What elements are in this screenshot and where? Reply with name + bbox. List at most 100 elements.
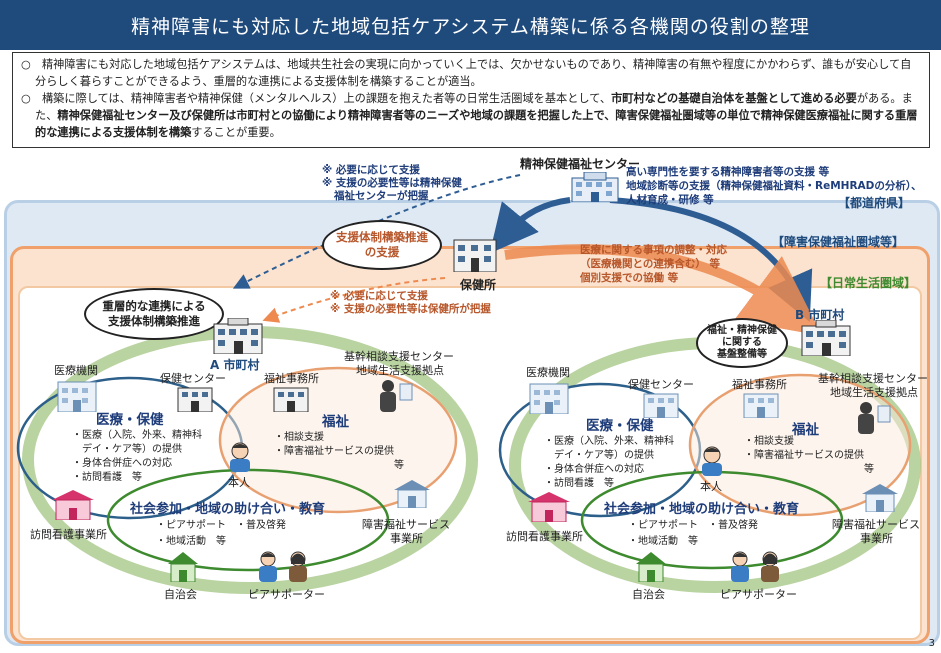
hokenjo-to-city-a-arrow <box>262 277 446 323</box>
description-paragraph-2: ○ 構築に際しては、精神障害者や精神保健（メンタルヘルス）上の課題を抱えた者等の… <box>21 90 921 141</box>
hokenjo-role-1: 医療に関する事項の調整・対応 <box>580 244 727 256</box>
right-medical-institution-label: 医療機関 <box>526 366 570 379</box>
city-b-building-icon <box>800 319 852 360</box>
desc-text-c: がある。また、 <box>35 92 913 122</box>
city-a-name: A 市町村 <box>210 358 260 372</box>
right-service-office-label-1: 障害福祉サービス <box>832 518 920 531</box>
left-medical-item-1: ・医療（入院、外来、精神科 <box>72 430 202 441</box>
center-role-3: 人材育成・研修 等 <box>626 194 714 206</box>
right-health-center-label: 保健センター <box>628 378 694 391</box>
title-text: 精神障害にも対応した地域包括ケアシステム構築に係る各機関の役割の整理 <box>131 15 810 38</box>
hokenjo-role-3: 個別支援での協働 等 <box>580 272 679 284</box>
right-medical-health-title: 医療・保健 <box>586 418 654 434</box>
right-peer-supporter-icon <box>726 550 786 586</box>
left-consultant-person-icon <box>374 378 414 416</box>
hokenjo-note-2: ※ 支援の必要性等は保健所が把握 <box>330 303 491 315</box>
left-visiting-nurse-label: 訪問看護事業所 <box>30 528 107 541</box>
left-service-office-label-2: 事業所 <box>390 532 423 545</box>
page-title: 精神障害にも対応した地域包括ケアシステム構築に係る各機関の役割の整理 <box>0 0 941 50</box>
right-consult-center-label-1: 基幹相談支援センター <box>818 372 928 385</box>
left-service-office-icon <box>392 478 432 512</box>
right-welfare-office-icon <box>742 392 780 422</box>
right-social-title: 社会参加・地域の助け合い・教育 <box>604 502 800 517</box>
left-welfare-item-1: ・相談支援 <box>274 432 324 443</box>
desc-bold-b: 市町村などの基礎自治体を基盤として進める必要 <box>611 92 857 105</box>
left-welfare-item-3: 等 <box>394 460 404 471</box>
left-consult-center-label-1: 基幹相談支援センター <box>344 350 454 363</box>
hokenjo-building-icon <box>452 236 498 276</box>
right-health-center-icon <box>642 392 680 422</box>
right-medical-item-2: デイ・ケア等）の提供 <box>554 450 654 461</box>
right-medical-item-3: ・身体合併症への対応 <box>544 464 644 475</box>
disability-area-label: 【障害保健福祉圏域等】 <box>772 235 905 249</box>
right-social-item-2: ・地域活動 等 <box>628 536 698 547</box>
right-welfare-item-2: ・障害福祉サービスの提供 <box>744 450 864 461</box>
left-medical-health-title: 医療・保健 <box>96 412 164 428</box>
right-visiting-nurse-label: 訪問看護事業所 <box>506 530 583 543</box>
hokenjo-to-city-b-arrow <box>504 244 823 336</box>
center-building-icon <box>570 171 620 206</box>
desc-text-a: ○ 構築に際しては、精神障害者や精神保健（メンタルヘルス）上の課題を抱えた者等の… <box>21 92 612 105</box>
right-welfare-item-1: ・相談支援 <box>744 436 794 447</box>
hokenjo-role-2: （医療機関との連携含む） 等 <box>580 258 721 270</box>
left-person-icon <box>226 442 254 476</box>
left-welfare-title: 福祉 <box>322 414 349 430</box>
city-a-bubble-line2: 支援体制構築推進 <box>108 314 200 328</box>
left-social-item-2: ・地域活動 等 <box>156 536 226 547</box>
left-welfare-office-icon <box>272 386 310 416</box>
city-b-bubble-line1: 福祉・精神保健 <box>707 325 777 336</box>
description-paragraph-1: ○ 精神障害にも対応した地域包括ケアシステムは、地域共生社会の実現に向かっていく… <box>21 58 912 88</box>
center-name: 精神保健福祉センター <box>520 157 641 171</box>
left-medical-item-4: ・訪問看護 等 <box>72 472 142 483</box>
left-service-office-label-1: 障害福祉サービス <box>362 518 450 531</box>
left-medical-institution-label: 医療機関 <box>54 364 98 377</box>
right-consult-center-label-2: 地域生活支援拠点 <box>830 386 918 399</box>
right-visiting-nurse-icon <box>524 490 574 526</box>
center-role-2: 地域診断等の支援（精神保健福祉資料・ReMHRADの分析）、 <box>626 180 922 192</box>
left-person-label: 本人 <box>228 476 250 489</box>
left-consult-center-label-2: 地域生活支援拠点 <box>356 364 444 377</box>
left-social-title: 社会参加・地域の助け合い・教育 <box>130 502 326 517</box>
city-a-bubble: 重層的な連携による支援体制構築推進 <box>84 288 224 340</box>
center-role-1: 高い専門性を要する精神障害者等の支援 等 <box>626 166 830 178</box>
right-welfare-office-label: 福祉事務所 <box>732 378 787 391</box>
center-note-1: ※ 必要に応じて支援 <box>322 164 420 176</box>
city-b-bubble-line2: に関する <box>722 337 762 348</box>
right-welfare-title: 福祉 <box>792 422 819 438</box>
right-person-icon <box>698 446 726 480</box>
right-person-label: 本人 <box>700 480 722 493</box>
hokenjo-bubble-line1: 支援体制構築推進 <box>336 230 428 244</box>
left-social-item-1: ・ピアサポート ・普及啓発 <box>156 520 286 531</box>
right-medical-item-1: ・医療（入院、外来、精神科 <box>544 436 674 447</box>
center-note-3: 福祉センターが把握 <box>334 190 429 202</box>
city-a-bubble-line1: 重層的な連携による <box>102 299 206 313</box>
city-b-name: B 市町村 <box>795 308 845 322</box>
left-medical-item-2: デイ・ケア等）の提供 <box>82 444 182 455</box>
left-hospital-icon <box>56 378 98 416</box>
center-note-2: ※ 支援の必要性等は精神保健 <box>322 177 462 189</box>
center-to-hokenjo-arrow <box>489 197 571 254</box>
left-peer-supporter-icon <box>254 550 314 586</box>
left-visiting-nurse-icon <box>48 488 98 524</box>
daily-area-label: 【日常生活圏域】 <box>820 276 917 290</box>
city-b-bubble: 福祉・精神保健に関する基盤整備等 <box>696 318 788 368</box>
left-self-gov-icon <box>166 550 200 586</box>
right-hospital-icon <box>528 380 570 418</box>
right-welfare-item-3: 等 <box>864 464 874 475</box>
desc-bold-d: 精神保健福祉センター及び保健所は市町村との協働により精神障害者等のニーズや地域の… <box>35 109 918 139</box>
right-peer-supporter-label: ピアサポーター <box>720 588 797 601</box>
right-social-item-1: ・ピアサポート ・普及啓発 <box>628 520 758 531</box>
prefecture-label: 【都道府県】 <box>838 196 911 210</box>
left-medical-item-3: ・身体合併症への対応 <box>72 458 172 469</box>
hokenjo-bubble-line2: の支援 <box>364 245 400 259</box>
left-peer-supporter-label: ピアサポーター <box>248 588 325 601</box>
page-number: 3 <box>928 638 935 649</box>
hokenjo-name: 保健所 <box>460 278 497 292</box>
right-service-office-label-2: 事業所 <box>860 532 893 545</box>
left-welfare-office-label: 福祉事務所 <box>264 372 319 385</box>
right-self-gov-icon <box>634 550 668 586</box>
center-to-city-a-arrow <box>232 174 521 289</box>
left-health-center-icon <box>176 386 214 416</box>
right-consultant-person-icon <box>852 400 892 438</box>
city-b-bubble-line3: 基盤整備等 <box>717 349 767 360</box>
